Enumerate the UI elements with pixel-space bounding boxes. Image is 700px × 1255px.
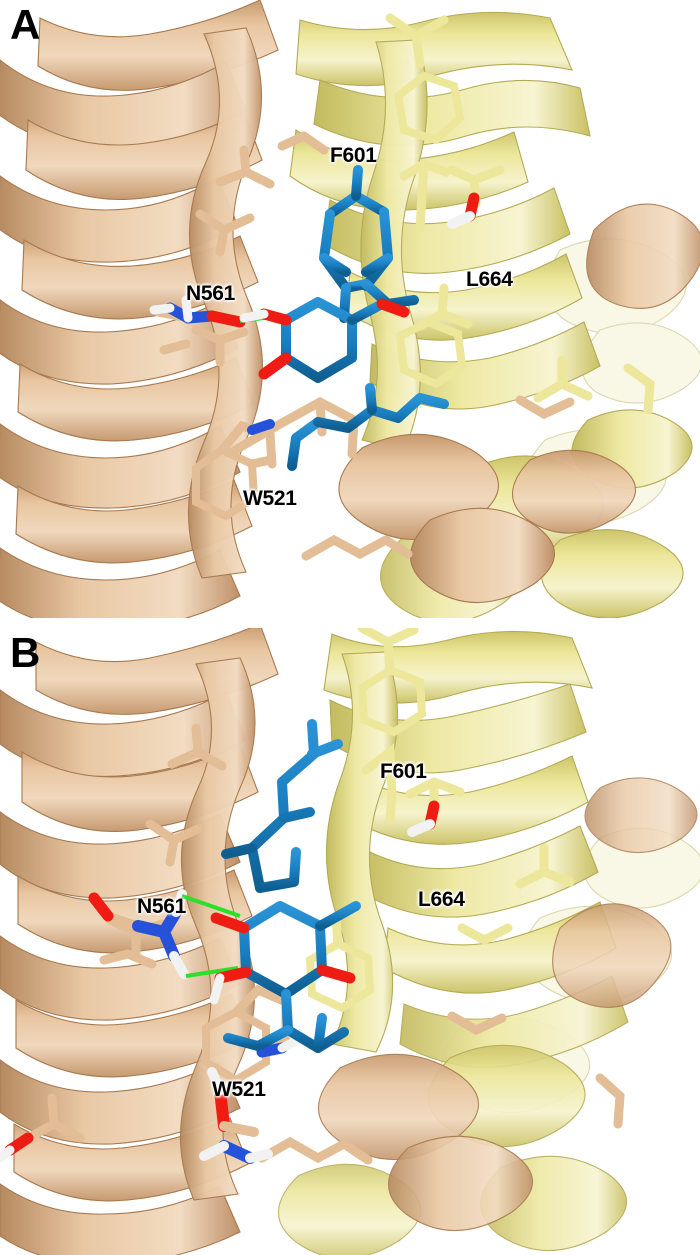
yellow-chain-helices: [289, 11, 700, 618]
panel-b-scene: [0, 628, 700, 1255]
n561-side-chain: [149, 295, 246, 328]
residue-label-w521-a: W521: [243, 487, 297, 510]
ligand-B: [221, 719, 361, 1053]
w521-indole-nitrogen-b: [256, 1035, 303, 1058]
ligand-B-hydroxyl-hydrogen: [209, 973, 225, 1005]
residue-label-n561-a: N561: [186, 282, 236, 305]
tan-chain-helices-b: [0, 628, 698, 1255]
residue-label-n561-b: N561: [137, 895, 187, 918]
residue-label-f601-a: F601: [330, 144, 377, 167]
ligand-A-hydroxyl-hydrogen: [239, 309, 269, 323]
tan-bottom-hydroxyl-b: [0, 1132, 34, 1163]
yellow-hydroxyl-group: [447, 192, 480, 229]
residue-label-f601-b: F601: [380, 760, 427, 783]
residue-label-l664-a: L664: [466, 268, 513, 291]
panel-letter-a: A: [10, 1, 40, 48]
yellow-hydroxyl-group-b: [407, 800, 440, 837]
w521-indole-nitrogen: [247, 419, 275, 435]
hydrogen-bond-lines-b: [181, 894, 241, 978]
panel-a: A F601 N561 L664 W521: [0, 0, 700, 618]
yellow-sidechain-sticks: [385, 13, 655, 415]
panel-letter-b: B: [10, 629, 40, 676]
panel-b: B F601 N561 L664 W521: [0, 628, 700, 1255]
bottom-solvent-residue-b: [199, 1067, 273, 1164]
residue-label-w521-b: W521: [212, 1078, 266, 1101]
residue-label-l664-b: L664: [418, 888, 465, 911]
n561-side-chain-b: [88, 889, 189, 979]
panel-a-scene: [0, 0, 700, 618]
